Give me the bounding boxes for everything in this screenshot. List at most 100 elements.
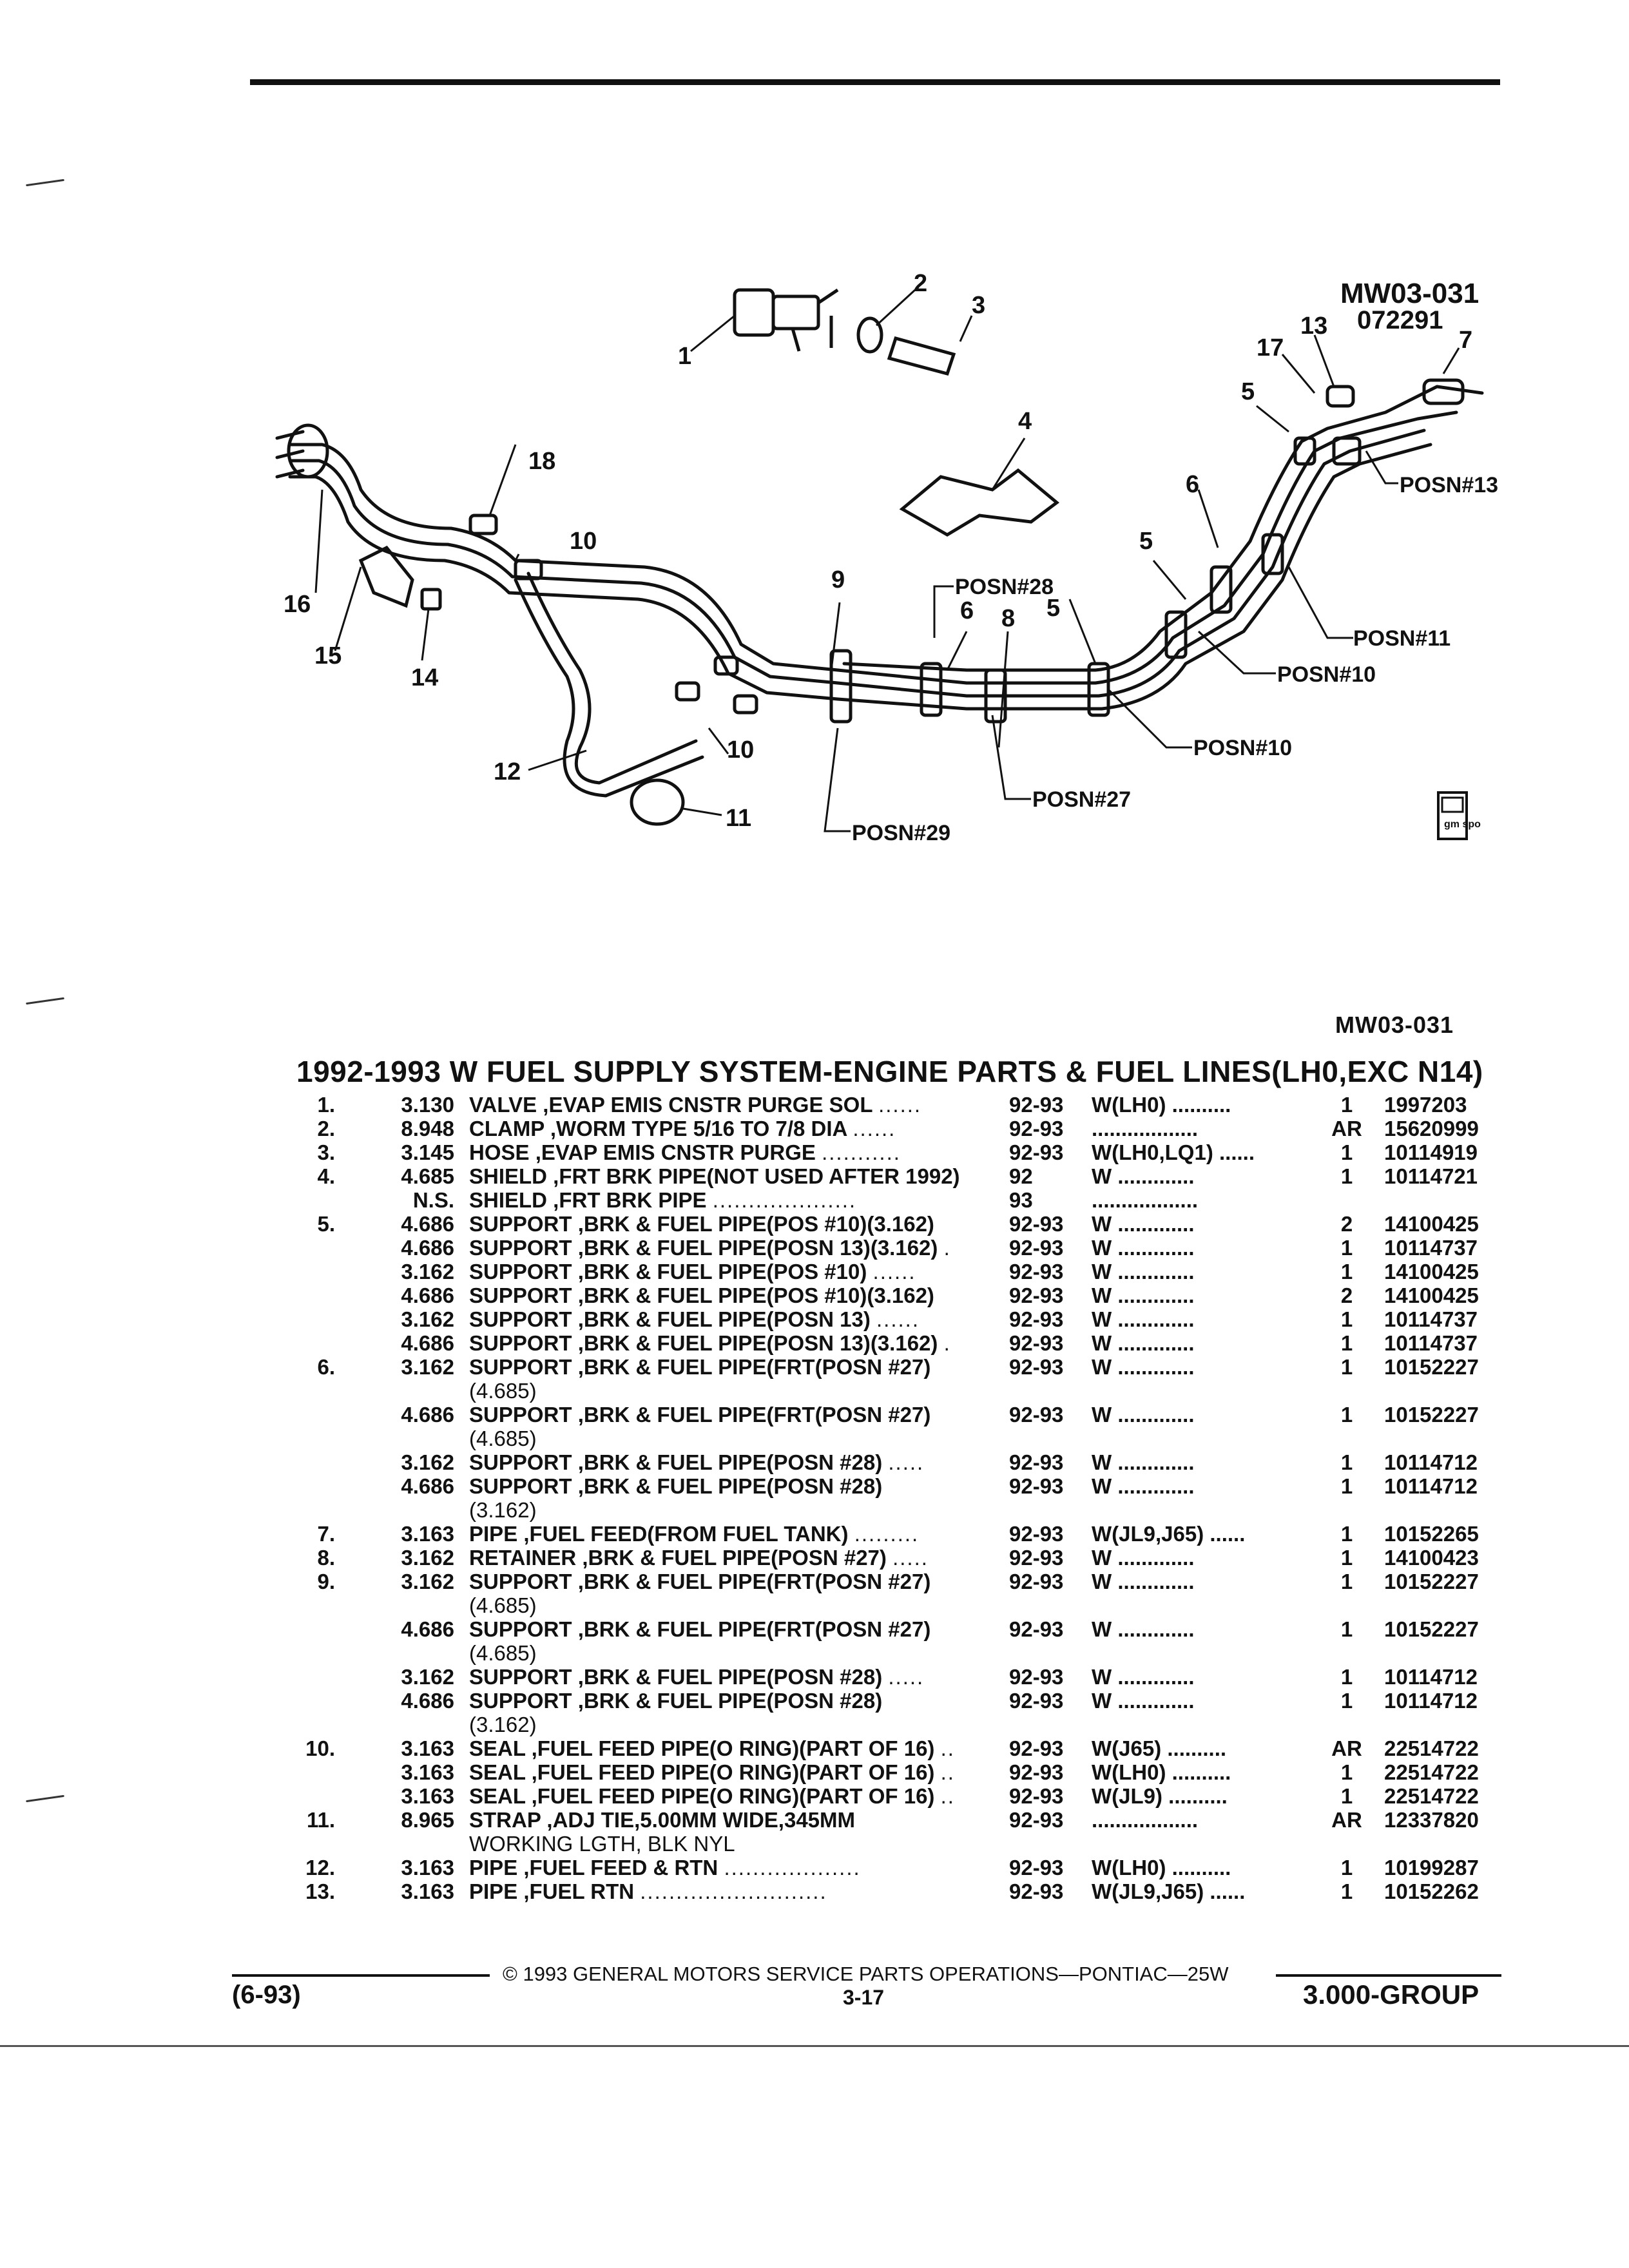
description-text: SUPPORT ,BRK & FUEL PIPE(POSN #28): [469, 1450, 883, 1474]
model-application: ..................: [1092, 1117, 1199, 1140]
description-text: SUPPORT ,BRK & FUEL PIPE(POS #10): [469, 1260, 867, 1283]
model-application: W .............: [1092, 1307, 1195, 1331]
footer-page-number: 3-17: [843, 1986, 885, 2009]
part-number: 1997203: [1384, 1093, 1467, 1117]
model-application: W(J65) ..........: [1092, 1736, 1227, 1760]
part-number: 10114721: [1384, 1164, 1478, 1188]
part-number: 12337820: [1384, 1808, 1479, 1832]
item-number: 4.: [317, 1164, 335, 1188]
part-description: SUPPORT ,BRK & FUEL PIPE(POSN #28): [469, 1474, 882, 1499]
leader-dots: .: [943, 1331, 951, 1355]
part-description: VALVE ,EVAP EMIS CNSTR PURGE SOL ......: [469, 1093, 921, 1117]
model-application: W .............: [1092, 1355, 1195, 1379]
quantity: 1: [1340, 1474, 1353, 1498]
description-text: SUPPORT ,BRK & FUEL PIPE(FRT(POSN #27): [469, 1403, 931, 1427]
parts-row: N.S.93..................SHIELD ,FRT BRK …: [0, 1188, 1629, 1212]
part-number: 10114919: [1384, 1140, 1478, 1164]
part-number: 10152227: [1384, 1617, 1479, 1641]
part-number: 10114737: [1384, 1307, 1478, 1331]
years: 92-93: [1009, 1736, 1064, 1760]
description-text: SUPPORT ,BRK & FUEL PIPE(FRT(POSN #27): [469, 1617, 931, 1641]
group-number: 3.130: [401, 1093, 454, 1117]
item-number: 3.: [317, 1140, 335, 1164]
model-application: W(LH0) ..........: [1092, 1760, 1231, 1784]
part-number: 10114737: [1384, 1236, 1478, 1260]
description-text: SEAL ,FUEL FEED PIPE(O RING)(PART OF 16): [469, 1760, 935, 1784]
leader-dots: ...........: [822, 1140, 901, 1164]
quantity: 1: [1340, 1260, 1353, 1283]
group-number: 4.686: [401, 1236, 454, 1260]
footer-rule-right: [1276, 1974, 1501, 1977]
part-description: SUPPORT ,BRK & FUEL PIPE(POS #10)(3.162): [469, 1283, 934, 1308]
leader-dots: .....: [888, 1665, 925, 1689]
model-application: W .............: [1092, 1617, 1195, 1641]
quantity: 1: [1340, 1355, 1353, 1379]
model-application: W .............: [1092, 1474, 1195, 1498]
part-description: PIPE ,FUEL FEED & RTN ..................…: [469, 1856, 861, 1880]
bracket-and-bolt: [358, 545, 442, 611]
leader-dots: ....................: [712, 1188, 857, 1212]
description-text: SHIELD ,FRT BRK PIPE: [469, 1188, 707, 1212]
description-text: SUPPORT ,BRK & FUEL PIPE(FRT(POSN #27): [469, 1355, 931, 1379]
quantity: 1: [1340, 1522, 1353, 1546]
quantity: 1: [1340, 1665, 1353, 1689]
bottom-rule: [0, 2045, 1629, 2047]
quantity: 1: [1340, 1093, 1353, 1117]
description-text: PIPE ,FUEL RTN: [469, 1879, 635, 1903]
part-description: SEAL ,FUEL FEED PIPE(O RING)(PART OF 16)…: [469, 1760, 955, 1785]
posn-13: POSN#13: [1400, 473, 1498, 497]
description-continuation: (4.685): [469, 1641, 537, 1665]
group-number: 3.162: [401, 1355, 454, 1379]
part-description: SUPPORT ,BRK & FUEL PIPE(POS #10) ......: [469, 1260, 916, 1284]
years: 92-93: [1009, 1331, 1064, 1355]
item-number: 5.: [317, 1212, 335, 1236]
posn-28: POSN#28: [955, 575, 1054, 599]
item-number: 2.: [317, 1117, 335, 1140]
description-continuation: (4.685): [469, 1593, 537, 1617]
figure-code-bottom: MW03-031: [1335, 1012, 1454, 1038]
callout-numbers: 1 2 3 4 5 5 5 6 6 7 8 9 10 10 11 12 13 1…: [284, 270, 1472, 832]
group-number: 3.162: [401, 1570, 454, 1593]
parts-row-continuation: (4.685): [0, 1641, 1629, 1665]
group-number: 3.163: [401, 1879, 454, 1903]
callout-18: 18: [528, 448, 555, 475]
quantity: 1: [1340, 1546, 1353, 1570]
quantity: 1: [1340, 1236, 1353, 1260]
years: 92-93: [1009, 1307, 1064, 1331]
quantity: 1: [1340, 1403, 1353, 1427]
callout-1: 1: [678, 343, 691, 370]
leader-dots: ..: [940, 1784, 955, 1808]
model-application: W .............: [1092, 1450, 1195, 1474]
years: 92-93: [1009, 1665, 1064, 1689]
part-description: SEAL ,FUEL FEED PIPE(O RING)(PART OF 16)…: [469, 1736, 955, 1761]
leader-dots: .....: [888, 1450, 925, 1474]
years: 92-93: [1009, 1403, 1064, 1427]
badge-text: gm spo: [1444, 819, 1481, 830]
leader-dots: .........: [854, 1522, 920, 1546]
model-application: W .............: [1092, 1236, 1195, 1260]
fuel-brake-pipe-bundle: [275, 378, 1484, 798]
callout-17: 17: [1257, 334, 1284, 361]
group-number: 3.162: [401, 1260, 454, 1283]
model-application: W .............: [1092, 1260, 1195, 1283]
posn-10a: POSN#10: [1277, 662, 1376, 687]
part-number: 10114712: [1384, 1665, 1478, 1689]
posn-27: POSN#27: [1032, 787, 1131, 812]
leader-dots: ...................: [724, 1856, 861, 1879]
callout-9: 9: [831, 566, 845, 593]
part-description: SUPPORT ,BRK & FUEL PIPE(POSN #28): [469, 1689, 882, 1713]
quantity: 1: [1340, 1570, 1353, 1593]
callout-6a: 6: [1186, 471, 1199, 498]
description-text: CLAMP ,WORM TYPE 5/16 TO 7/8 DIA: [469, 1117, 847, 1140]
years: 92-93: [1009, 1808, 1064, 1832]
model-application: W(LH0) ..........: [1092, 1093, 1231, 1117]
part-description: SUPPORT ,BRK & FUEL PIPE(POS #10)(3.162): [469, 1212, 934, 1236]
group-number: 4.686: [401, 1689, 454, 1713]
part-description: SUPPORT ,BRK & FUEL PIPE(FRT(POSN #27): [469, 1570, 930, 1594]
description-text: SUPPORT ,BRK & FUEL PIPE(POSN 13): [469, 1307, 871, 1331]
posn-29: POSN#29: [852, 821, 950, 845]
quantity: 2: [1340, 1212, 1353, 1236]
description-text: PIPE ,FUEL FEED(FROM FUEL TANK): [469, 1522, 849, 1546]
